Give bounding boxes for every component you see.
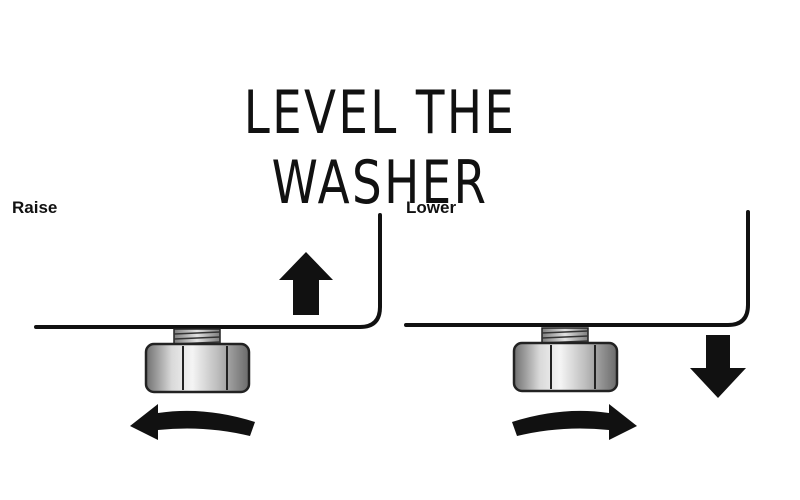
- lower-label: Lower: [406, 198, 457, 217]
- raise-leveling-nut: [144, 342, 251, 394]
- raise-cabinet-edge: [34, 213, 382, 329]
- lower-leveling-nut: [512, 341, 619, 393]
- raise-leveling-foot-thread: [173, 328, 221, 346]
- lower-panel: [404, 210, 750, 440]
- lower-cabinet-edge: [404, 210, 750, 327]
- raise-rotate-counterclockwise-icon: [130, 404, 255, 440]
- lower-down-arrow-icon: [690, 335, 746, 398]
- lower-leveling-foot-thread: [541, 327, 589, 345]
- raise-up-arrow-icon: [279, 252, 333, 315]
- raise-panel: [34, 213, 382, 440]
- page-title: LEVEL THE WASHER: [243, 78, 517, 218]
- raise-label: Raise: [12, 198, 58, 217]
- lower-rotate-clockwise-icon: [512, 404, 637, 440]
